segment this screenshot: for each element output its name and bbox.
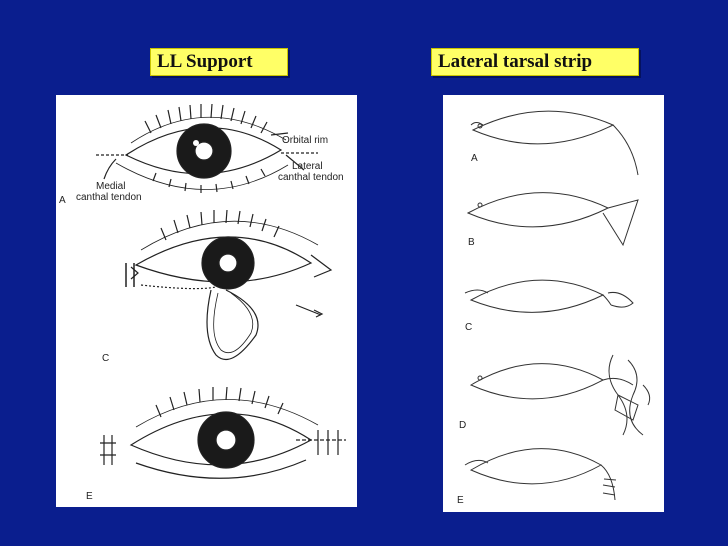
right-title-text: Lateral tarsal strip	[438, 51, 593, 72]
orbital-rim-label: Orbital rim	[282, 135, 329, 146]
ll-support-figure: Orbital rim Lateral canthal tendon Media…	[56, 95, 357, 507]
panel-letter-e: E	[86, 491, 93, 502]
panel-letter-c: C	[102, 353, 110, 364]
lateral-tarsal-strip-figure: A B C D E	[443, 95, 664, 512]
medial-label: Medial	[96, 181, 126, 192]
strip-step-c	[464, 279, 634, 313]
eye-diagram-e	[100, 386, 346, 479]
eye-diagram-c	[125, 209, 333, 360]
left-title-text: LL Support	[157, 51, 253, 72]
strip-letter-d: D	[459, 420, 467, 431]
lateral-canthal-tendon-label: canthal tendon	[278, 172, 344, 183]
strip-letter-b: B	[468, 237, 475, 248]
strip-step-a	[470, 110, 639, 176]
lateral-tarsal-strip-illustration	[464, 110, 651, 501]
lateral-label: Lateral	[292, 161, 323, 172]
strip-step-d	[469, 354, 651, 436]
left-slide-title: LL Support	[150, 48, 288, 76]
right-slide-title: Lateral tarsal strip	[431, 48, 639, 76]
strip-letter-a: A	[471, 153, 478, 164]
medial-canthal-tendon-label: canthal tendon	[76, 192, 142, 203]
ll-support-illustration	[96, 103, 346, 479]
strip-step-b	[466, 192, 639, 247]
panel-letter-a: A	[59, 195, 66, 206]
eye-diagram-a	[96, 103, 318, 193]
strip-letter-c: C	[465, 322, 473, 333]
strip-step-e	[464, 448, 617, 501]
strip-letter-e: E	[457, 495, 464, 506]
